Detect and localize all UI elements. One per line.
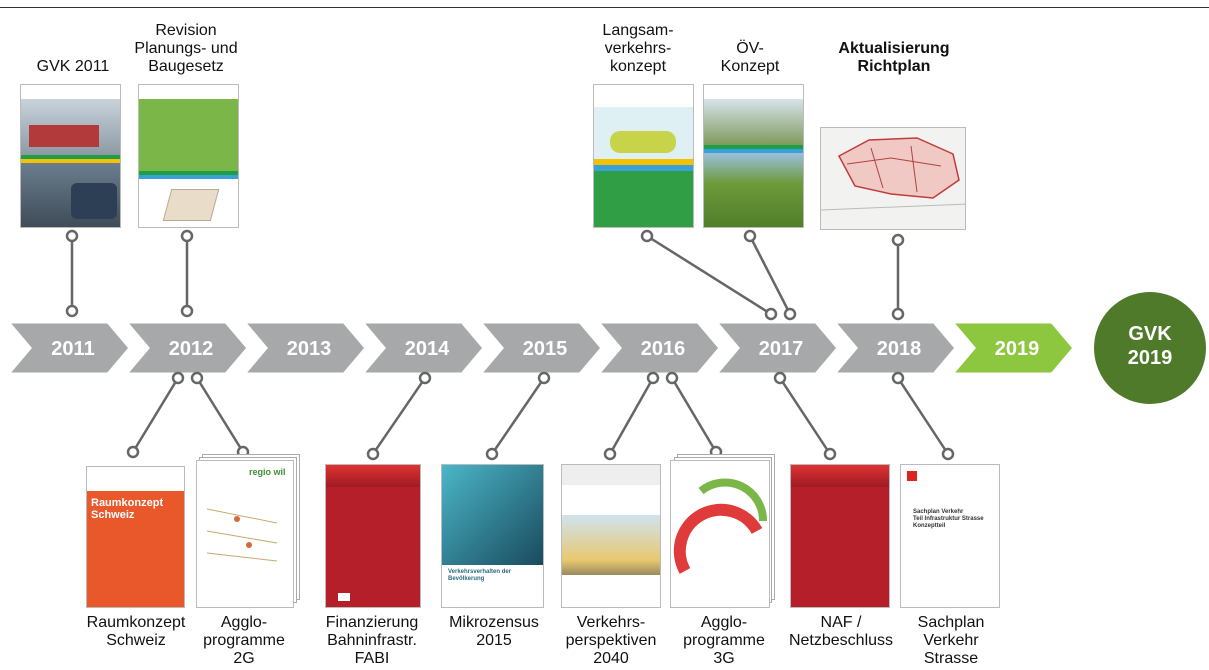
cover-sachplan-verkehr: Sachplan Verkehr Teil Infrastruktur Stra… <box>900 464 1000 608</box>
cover-raumkonzept-schweiz: Raumkonzept Schweiz <box>86 466 185 608</box>
connector-dot-agglo3g-0 <box>665 371 679 385</box>
connector-dot-verkehrsperspektiven-0 <box>646 371 660 385</box>
connector-dot-richtplan-0 <box>891 233 905 247</box>
cover-oev-konzept <box>703 84 804 228</box>
year-label-2016: 2016 <box>641 338 686 360</box>
top-rule <box>0 7 1209 8</box>
label-agglo-2g: Agglo- programme 2G <box>203 614 285 667</box>
cover-verkehrsperspektiven-2040 <box>561 464 661 608</box>
connector-dot-sachplan-1 <box>941 447 955 461</box>
label-agglo-3g: Agglo- programme 3G <box>683 614 765 667</box>
cover-agglo-3g <box>670 460 770 608</box>
cover-revision-pbg <box>138 84 239 228</box>
timeline-arrow-2011 <box>4 320 132 376</box>
connector-dot-gvk2011-1 <box>65 304 79 318</box>
connector-dot-agglo2g-0 <box>190 371 204 385</box>
connector-verkehrsperspektiven <box>608 377 655 455</box>
connector-dot-oev-0 <box>743 229 757 243</box>
label-naf-netzbeschluss: NAF / Netzbeschluss <box>788 614 894 649</box>
connector-dot-raumkonzept-1 <box>126 445 140 459</box>
label-sachplan-verkehr-strasse: Sachplan Verkehr Strasse <box>917 614 985 667</box>
cover-gvk-2011 <box>20 84 121 228</box>
connector-dot-sachplan-0 <box>891 371 905 385</box>
connector-dot-revision-0 <box>180 229 194 243</box>
connector-dot-naf-1 <box>823 447 837 461</box>
mikrozensus-cover-title: Verkehrsverhalten der Bevölkerung <box>448 569 512 582</box>
connector-dot-raumkonzept-0 <box>171 371 185 385</box>
cover-richtplan-map <box>820 127 966 230</box>
timeline-arrow-2017 <box>712 320 840 376</box>
raumkonzept-cover-title: Raumkonzept Schweiz <box>91 497 164 521</box>
connector-sachplan <box>896 377 950 455</box>
timeline-arrow-2015 <box>476 320 604 376</box>
connector-dot-verkehrsperspektiven-1 <box>603 447 617 461</box>
year-label-2015: 2015 <box>523 338 568 360</box>
connector-agglo3g <box>670 377 718 453</box>
timeline-arrow-2013 <box>240 320 368 376</box>
label-mikrozensus: Mikrozensus 2015 <box>449 614 539 649</box>
connector-dots <box>65 229 955 461</box>
timeline-arrow-2012 <box>122 320 250 376</box>
timeline-arrow-2019 <box>948 320 1076 376</box>
label-langsamverkehrskonzept: Langsam- verkehrs- konzept <box>602 22 674 75</box>
connector-dot-mikrozensus-0 <box>537 371 551 385</box>
year-label-2017: 2017 <box>759 338 804 360</box>
cover-mikrozensus-2015: Verkehrsverhalten der Bevölkerung <box>441 464 544 608</box>
timeline-arrow-2018 <box>830 320 958 376</box>
connector-dot-fabi-1 <box>366 447 380 461</box>
label-raumkonzept-schweiz: Raumkonzept Schweiz <box>86 614 186 649</box>
connector-dot-richtplan-1 <box>891 307 905 321</box>
connector-dot-langsam-0 <box>640 229 654 243</box>
connector-raumkonzept <box>131 377 180 453</box>
connector-dot-fabi-0 <box>418 371 432 385</box>
sachplan-cover-title: Sachplan Verkehr Teil Infrastruktur Stra… <box>913 509 984 529</box>
connector-naf <box>778 377 832 455</box>
label-oev-konzept: ÖV- Konzept <box>720 40 780 75</box>
connector-fabi <box>371 377 427 455</box>
year-label-2011: 2011 <box>51 338 94 360</box>
connector-dot-oev-1 <box>783 307 797 321</box>
year-label-2012: 2012 <box>169 338 214 360</box>
timeline-arrow-2016 <box>594 320 722 376</box>
connector-dot-mikrozensus-1 <box>485 447 499 461</box>
label-fabi: Finanzierung Bahninfrastr. FABI <box>325 614 419 667</box>
cover-naf <box>790 464 890 608</box>
year-label-2019: 2019 <box>995 338 1040 360</box>
connector-mikrozensus <box>490 377 546 455</box>
connector-langsam <box>646 234 772 316</box>
label-verkehrsperspektiven: Verkehrs- perspektiven 2040 <box>565 614 657 667</box>
label-revision-pbg: Revision Planungs- und Baugesetz <box>134 22 238 75</box>
year-label-2018: 2018 <box>877 338 922 360</box>
end-badge-circle <box>1094 292 1206 404</box>
timeline-arrows: 2011 2012 2013 2014 2015 2016 2017 2018 2019 <box>4 320 1076 376</box>
year-label-2013: 2013 <box>287 338 332 360</box>
cover-fabi <box>325 464 421 608</box>
connector-dot-revision-1 <box>180 304 194 318</box>
label-gvk-2011: GVK 2011 <box>36 58 110 75</box>
label-aktualisierung-richtplan: Aktualisierung Richtplan <box>838 40 950 75</box>
connector-lines <box>70 234 950 455</box>
connector-dot-naf-0 <box>773 371 787 385</box>
connector-dot-gvk2011-0 <box>65 229 79 243</box>
year-label-2014: 2014 <box>405 338 450 360</box>
connector-oev <box>748 235 792 315</box>
cover-langsamverkehrskonzept <box>593 84 694 228</box>
connector-agglo2g <box>195 377 245 453</box>
regio-wil-logo: regio wil <box>249 467 286 477</box>
timeline-arrow-2014 <box>358 320 486 376</box>
cover-agglo-2g: regio wil <box>196 460 294 608</box>
connector-dot-langsam-1 <box>764 307 778 321</box>
